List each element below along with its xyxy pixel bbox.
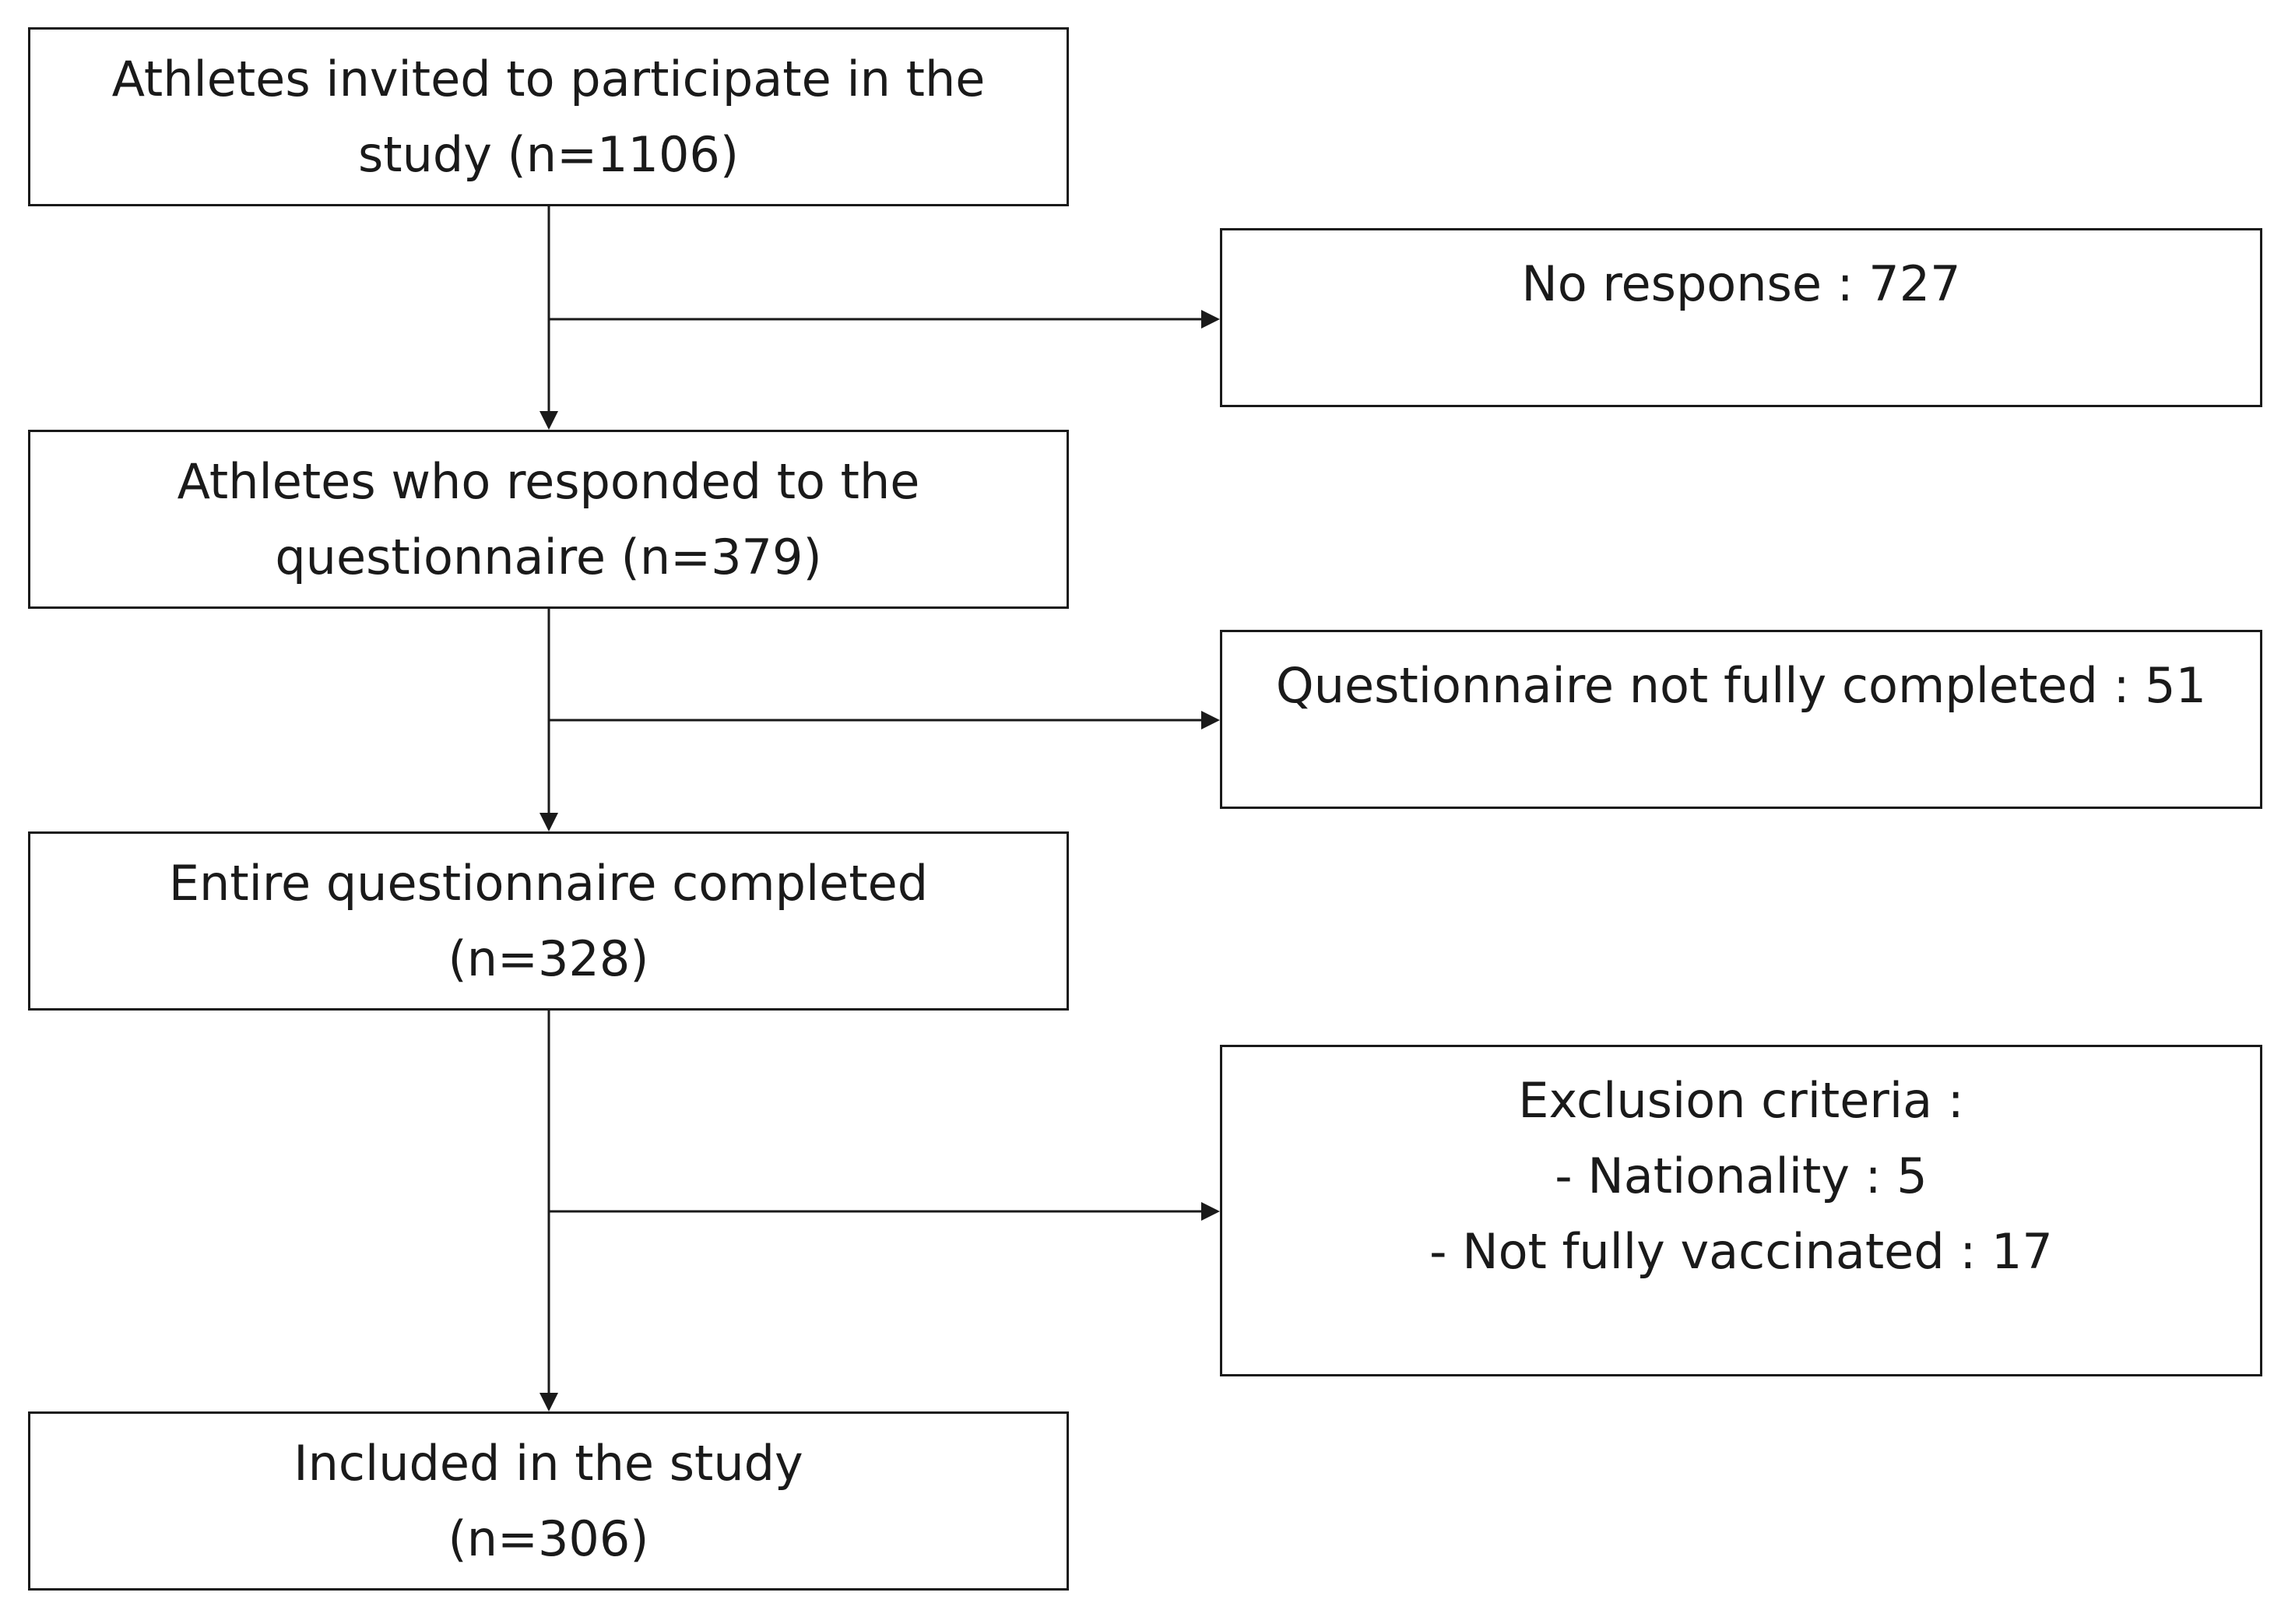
- box-exclusion-criteria-line-3: - Not fully vaccinated : 17: [1429, 1223, 2053, 1280]
- box-questionnaire-completed: Entire questionnaire completed (n=328): [28, 831, 1069, 1011]
- arrowhead-not-fully-completed: [1201, 711, 1220, 729]
- box-not-fully-completed: Questionnaire not fully completed : 51: [1220, 630, 2262, 809]
- box-not-fully-completed-line-1: Questionnaire not fully completed : 51: [1275, 657, 2207, 714]
- box-athletes-invited: Athletes invited to participate in the s…: [28, 27, 1069, 206]
- box-questionnaire-completed-line-2: (n=328): [448, 930, 649, 987]
- box-questionnaire-completed-line-1: Entire questionnaire completed: [168, 855, 929, 912]
- box-athletes-responded-line-2: questionnaire (n=379): [275, 529, 822, 585]
- box-exclusion-criteria-line-1: Exclusion criteria :: [1518, 1072, 1964, 1129]
- box-included-in-study: Included in the study (n=306): [28, 1411, 1069, 1591]
- box-exclusion-criteria-line-2: - Nationality : 5: [1555, 1148, 1928, 1204]
- box-included-in-study-line-2: (n=306): [448, 1510, 649, 1567]
- arrowhead-no-response: [1201, 310, 1220, 329]
- box-athletes-invited-line-1: Athletes invited to participate in the: [111, 51, 986, 107]
- box-included-in-study-line-1: Included in the study: [293, 1435, 803, 1492]
- arrowhead-responded: [539, 411, 558, 430]
- box-athletes-responded-line-1: Athletes who responded to the: [177, 453, 920, 510]
- arrowhead-exclusion: [1201, 1202, 1220, 1221]
- box-no-response-line-1: No response : 727: [1521, 255, 1961, 312]
- box-athletes-responded: Athletes who responded to the questionna…: [28, 430, 1069, 609]
- arrowhead-included: [539, 1393, 558, 1411]
- arrowhead-complete: [539, 813, 558, 831]
- box-athletes-invited-line-2: study (n=1106): [357, 126, 740, 183]
- box-no-response: No response : 727: [1220, 228, 2262, 407]
- box-exclusion-criteria: Exclusion criteria : - Nationality : 5 -…: [1220, 1045, 2262, 1376]
